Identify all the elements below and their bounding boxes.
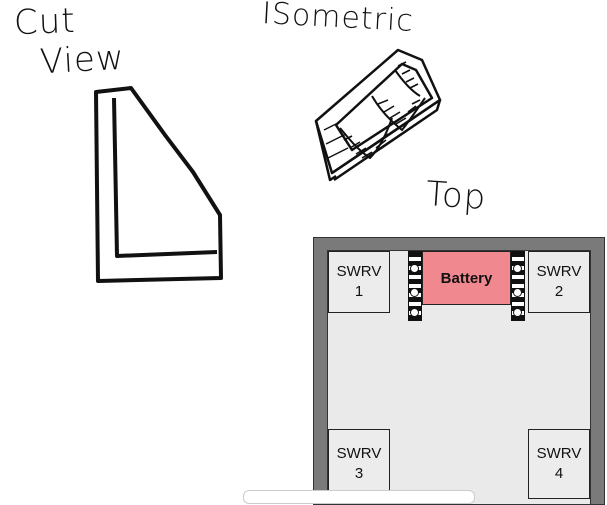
top-view-chassis: SWRV 1 SWRV 2 SWRV 3 SWRV 4 Battery <box>313 237 605 505</box>
cut-view-inner-profile <box>112 97 218 258</box>
battery-track-right <box>511 251 525 321</box>
track-wheel <box>410 288 419 297</box>
battery-block: Battery <box>422 251 511 305</box>
module-label: SWRV <box>536 445 582 462</box>
chassis-floor: SWRV 1 SWRV 2 SWRV 3 SWRV 4 Battery <box>327 250 591 504</box>
battery-track-left <box>408 251 422 321</box>
module-label: SWRV <box>336 445 382 462</box>
track-wheel <box>410 264 419 273</box>
track-wheel <box>513 264 522 273</box>
module-number: 1 <box>354 283 364 300</box>
track-wheel <box>513 308 522 317</box>
track-wheel <box>410 308 419 317</box>
swerve-module-2: SWRV 2 <box>528 251 590 313</box>
bottom-toolbar-strip <box>243 490 475 504</box>
track-wheel <box>513 288 522 297</box>
module-number: 2 <box>554 283 564 300</box>
module-number: 3 <box>354 465 364 482</box>
isometric-sketch <box>314 48 442 182</box>
swerve-module-3: SWRV 3 <box>328 429 390 499</box>
swerve-module-4: SWRV 4 <box>528 429 590 499</box>
module-label: SWRV <box>536 263 582 280</box>
swerve-module-1: SWRV 1 <box>328 251 390 313</box>
cut-view-outer-profile <box>94 86 223 283</box>
module-label: SWRV <box>336 263 382 280</box>
module-number: 4 <box>554 465 564 482</box>
